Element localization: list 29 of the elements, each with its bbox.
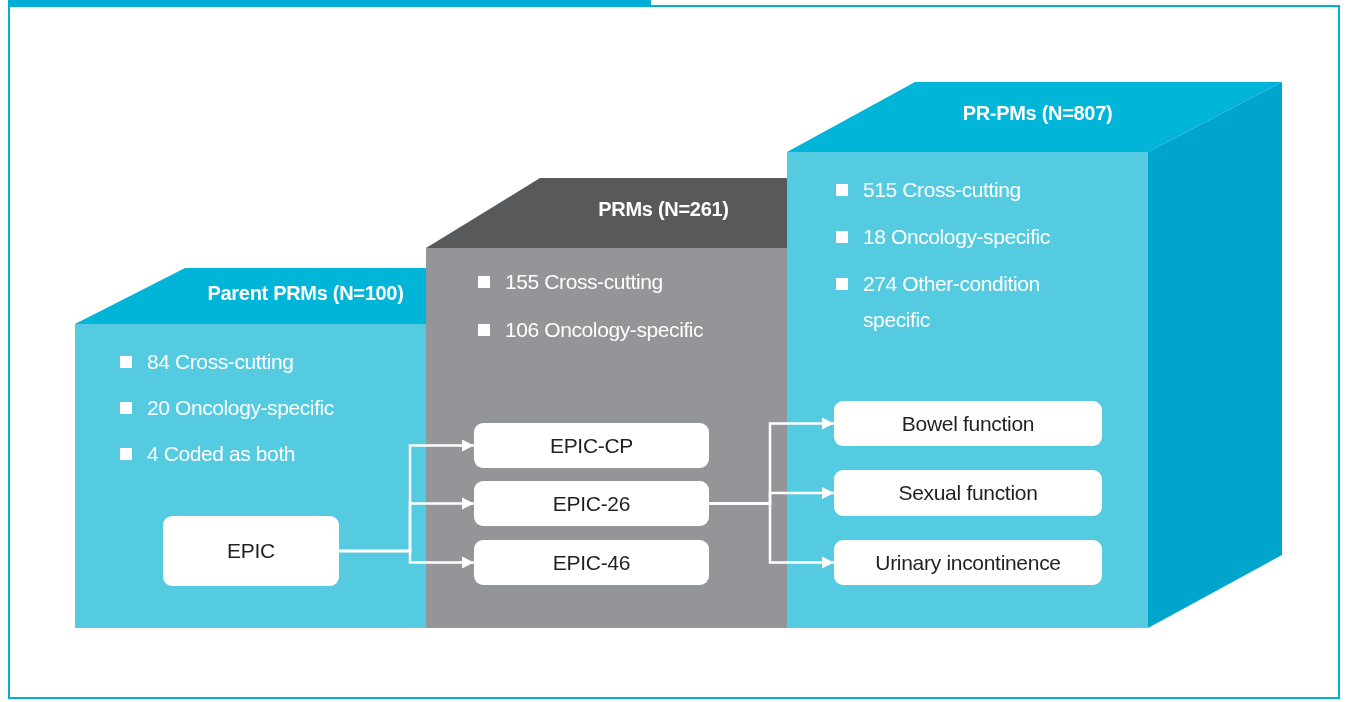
- block-3d: [426, 178, 787, 628]
- bullet-text: 274 Other-condition specific: [836, 266, 1093, 338]
- box-label: Urinary incontinence: [875, 550, 1061, 575]
- instrument-box: [834, 540, 1102, 585]
- instrument-box: [474, 423, 709, 468]
- bullet-text: 20 Oncology-specific: [120, 390, 377, 426]
- block-3d: [787, 82, 1282, 628]
- box-label: EPIC: [227, 539, 275, 563]
- block-3d: [75, 268, 426, 628]
- box-label: EPIC-46: [552, 550, 631, 575]
- block-heading: Parent PRMs (N=100): [206, 282, 405, 305]
- instrument-box: [163, 516, 339, 586]
- box-label: EPIC-CP: [549, 433, 634, 458]
- block-heading: PR-PMs (N=807): [961, 102, 1114, 125]
- box-label: EPIC-26: [552, 491, 631, 516]
- bullet-text: 18 Oncology-specific: [836, 219, 1093, 255]
- instrument-box: [474, 540, 709, 585]
- bullet-text: 155 Cross-cutting: [478, 264, 735, 300]
- instrument-box: [834, 401, 1102, 446]
- connector-arrow: [339, 549, 474, 569]
- box-label: Sexual function: [898, 481, 1038, 505]
- instrument-box: [834, 470, 1102, 516]
- bullet-text: 106 Oncology-specific: [478, 312, 735, 348]
- bullet-text: 4 Coded as both: [120, 436, 377, 472]
- instrument-box: [474, 481, 709, 526]
- block-heading: PRMs (N=261): [597, 198, 730, 221]
- box-label: Bowel function: [901, 411, 1035, 436]
- bullet-text: 84 Cross-cutting: [120, 344, 377, 380]
- bullet-text: 515 Cross-cutting: [836, 172, 1093, 208]
